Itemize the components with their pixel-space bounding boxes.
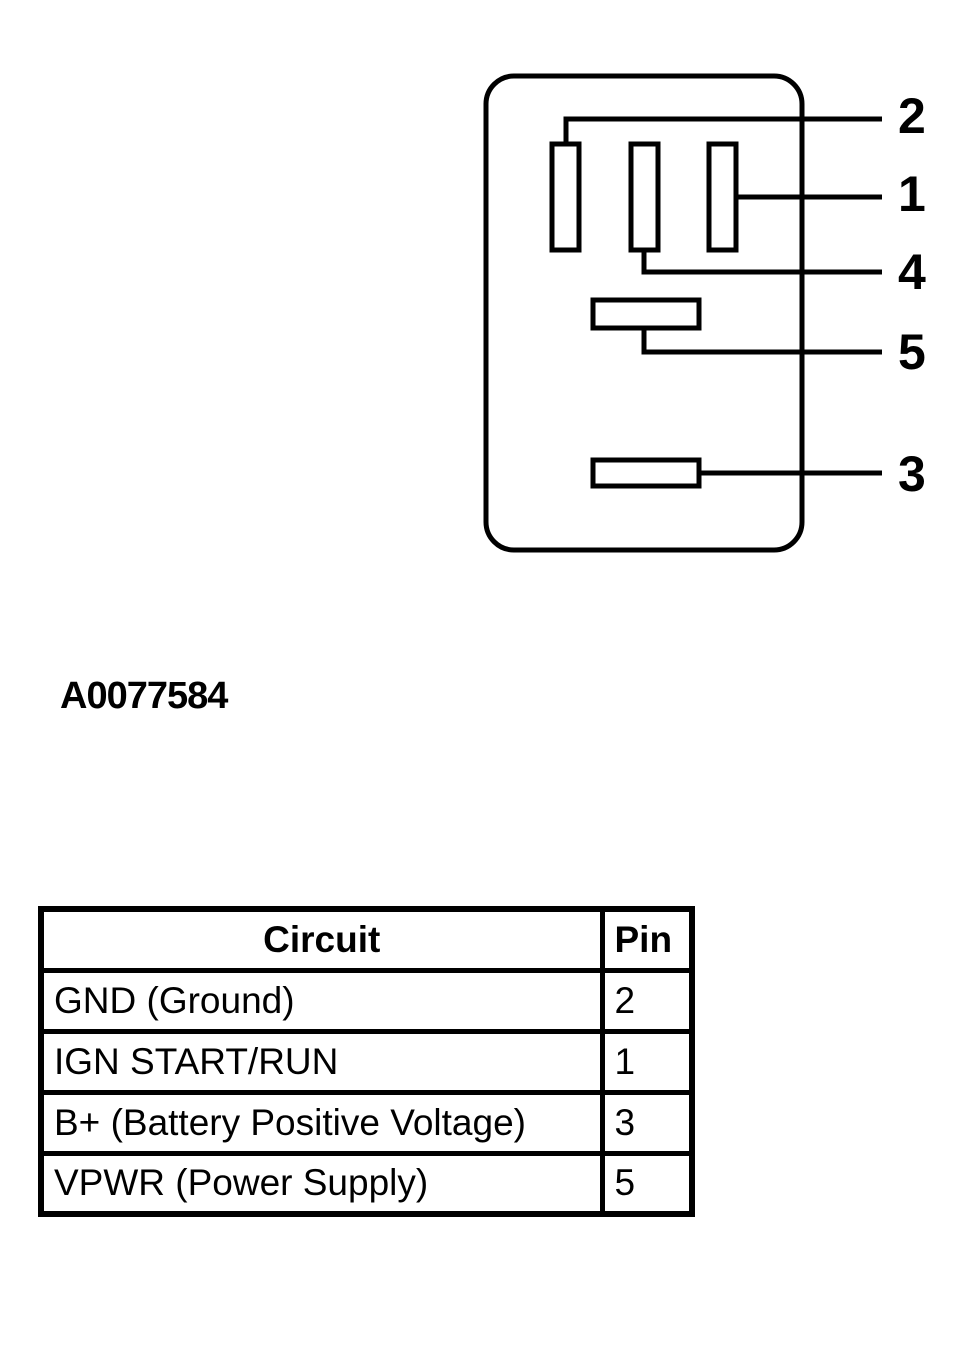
pin-cell: 5	[599, 1150, 695, 1217]
circuit-cell: VPWR (Power Supply)	[38, 1150, 605, 1217]
leader-line-pin-4	[641, 250, 882, 275]
leader-line-pin-5	[641, 328, 882, 355]
callout-pin-1: 1	[898, 166, 926, 222]
terminal-pin-1	[706, 141, 739, 253]
pin-cell: 3	[599, 1089, 695, 1156]
leader-line-pin-2	[563, 116, 882, 144]
terminal-pin-4	[628, 141, 661, 253]
table-header-row: Circuit Pin	[38, 906, 695, 973]
connector-diagram: 2 1 4 5 3	[483, 73, 926, 553]
callout-pin-4: 4	[898, 244, 926, 300]
pin-cell: 1	[599, 1028, 695, 1095]
table-row: VPWR (Power Supply) 5	[38, 1150, 695, 1217]
circuit-cell: GND (Ground)	[38, 967, 605, 1034]
callout-pin-2: 2	[898, 88, 926, 144]
figure-id: A0077584	[60, 675, 228, 717]
connector-housing	[483, 73, 805, 553]
table-row: IGN START/RUN 1	[38, 1028, 695, 1095]
pinout-table: Circuit Pin GND (Ground) 2 IGN START/RUN…	[38, 906, 695, 1217]
table-row: GND (Ground) 2	[38, 967, 695, 1034]
terminal-pin-5	[590, 297, 702, 331]
terminal-pin-3	[590, 457, 702, 489]
table-row: B+ (Battery Positive Voltage) 3	[38, 1089, 695, 1156]
header-pin: Pin	[599, 906, 695, 973]
header-circuit: Circuit	[38, 906, 605, 973]
callout-pin-3: 3	[898, 446, 926, 502]
terminal-pin-2	[549, 141, 582, 253]
pin-cell: 2	[599, 967, 695, 1034]
callout-pin-5: 5	[898, 324, 926, 380]
circuit-cell: B+ (Battery Positive Voltage)	[38, 1089, 605, 1156]
circuit-cell: IGN START/RUN	[38, 1028, 605, 1095]
